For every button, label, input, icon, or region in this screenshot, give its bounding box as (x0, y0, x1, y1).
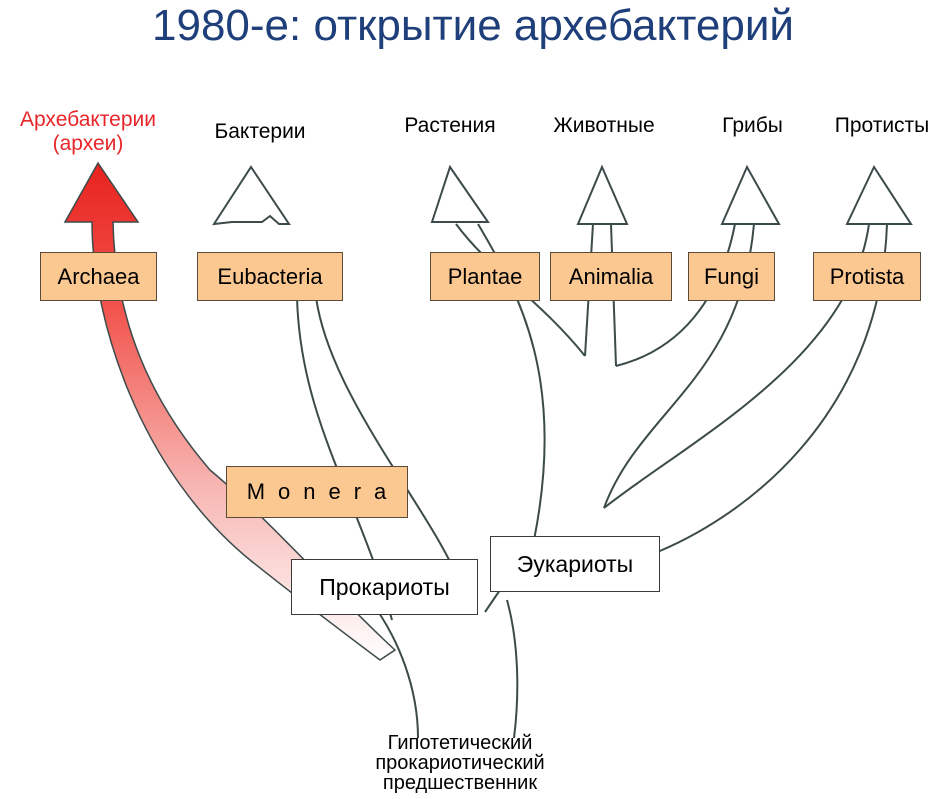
eukaryotes-box: Эукариоты (490, 536, 660, 592)
fungi-arrowhead (720, 164, 781, 225)
trunk-right-edge (506, 599, 519, 739)
fungi-label: Грибы (722, 114, 783, 137)
archaea-label-line1: Архебактерии (19, 108, 156, 131)
ancestor-line1: Гипотетический (387, 732, 533, 754)
bacteria-branch-right-edge (315, 296, 463, 591)
plantae-box: Plantae (430, 252, 540, 301)
protists-arrowhead (845, 164, 913, 225)
monera-box: Monera (226, 466, 408, 518)
bacteria-arrowhead (212, 165, 291, 226)
ancestor-line2: прокариотический (375, 752, 545, 774)
eukaryote-join (484, 589, 501, 613)
archaea-label-line2: (археи) (52, 132, 124, 155)
eubacteria-box: Eubacteria (197, 252, 343, 301)
bacteria-label: Бактерии (214, 120, 306, 143)
arrowheads (212, 164, 913, 226)
protista-box: Protista (813, 252, 921, 301)
animalia-box: Animalia (550, 252, 672, 301)
archaea-label: Архебактерии (археи) (2, 108, 174, 156)
trunk-left-edge (369, 599, 419, 739)
protists-label: Протисты (834, 114, 930, 137)
ancestor-line3: предшественник (382, 772, 538, 794)
ancestor-trunk (369, 599, 519, 739)
animals-label: Животные (553, 114, 655, 137)
animals-arrowhead (576, 164, 629, 225)
page-title: 1980-е: открытие архебактерий (152, 1, 794, 50)
fungi-stem-left (615, 223, 736, 367)
archaea-arrow (63, 161, 397, 661)
plants-arrowhead (430, 164, 490, 223)
plants-label: Растения (404, 114, 496, 137)
fungi-box: Fungi (688, 252, 775, 301)
ancestor-label: Гипотетический прокариотический предшест… (310, 733, 610, 793)
prokaryotes-box: Прокариоты (291, 559, 478, 615)
archaea-box: Archaea (40, 252, 157, 301)
